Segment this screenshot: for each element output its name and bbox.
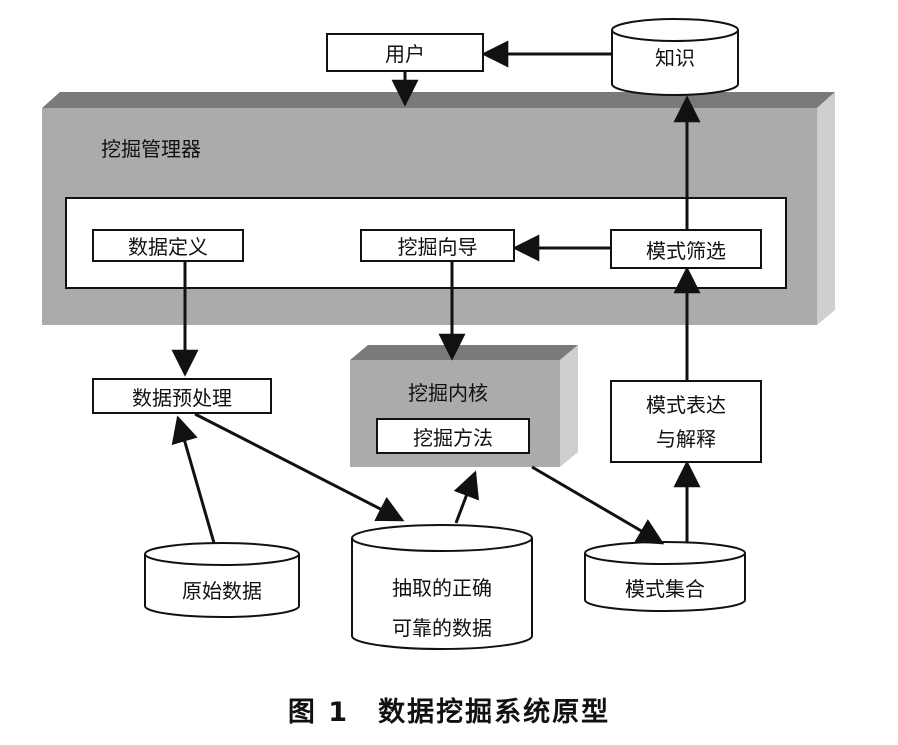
arrow-preprocess-to-extracted bbox=[194, 412, 405, 522]
data-definition-label: 数据定义 bbox=[128, 235, 208, 259]
mining-kernel-label: 挖掘内核 bbox=[408, 381, 488, 405]
arrow-extracted-to-kernel bbox=[453, 470, 479, 524]
pattern-set-label: 模式集合 bbox=[625, 577, 705, 601]
mining-guide-label: 挖掘向导 bbox=[397, 235, 478, 259]
extracted-data-cylinder bbox=[351, 524, 533, 650]
manager-label: 挖掘管理器 bbox=[101, 137, 201, 161]
pattern-expression-box: 模式表达 与解释 bbox=[610, 380, 762, 463]
data-definition-box: 数据定义 bbox=[92, 229, 244, 262]
arrow-raw-to-preprocess bbox=[171, 415, 216, 544]
data-preprocess-label: 数据预处理 bbox=[132, 385, 232, 410]
pattern-set-cylinder bbox=[584, 541, 746, 612]
figure-caption: 图 1 数据挖掘系统原型 bbox=[287, 697, 611, 728]
data-preprocess-box: 数据预处理 bbox=[92, 378, 272, 414]
pattern-filter-box: 模式筛选 bbox=[610, 229, 762, 269]
extracted-data-line2: 可靠的数据 bbox=[392, 616, 492, 640]
knowledge-label: 知识 bbox=[655, 46, 695, 70]
knowledge-cylinder bbox=[611, 18, 739, 96]
mining-guide-box: 挖掘向导 bbox=[360, 229, 515, 262]
pattern-expression-line2: 与解释 bbox=[656, 426, 716, 451]
extracted-data-line1: 抽取的正确 bbox=[392, 576, 492, 600]
mining-method-box: 挖掘方法 bbox=[376, 418, 530, 454]
arrow-kernel-to-patternset bbox=[531, 465, 665, 545]
mining-method-label: 挖掘方法 bbox=[413, 425, 493, 450]
user-label: 用户 bbox=[385, 42, 425, 66]
user-box: 用户 bbox=[326, 33, 484, 72]
raw-data-cylinder bbox=[144, 542, 300, 618]
pattern-filter-label: 模式筛选 bbox=[646, 238, 726, 263]
pattern-expression-line1: 模式表达 bbox=[646, 392, 726, 417]
raw-data-label: 原始数据 bbox=[182, 579, 262, 603]
